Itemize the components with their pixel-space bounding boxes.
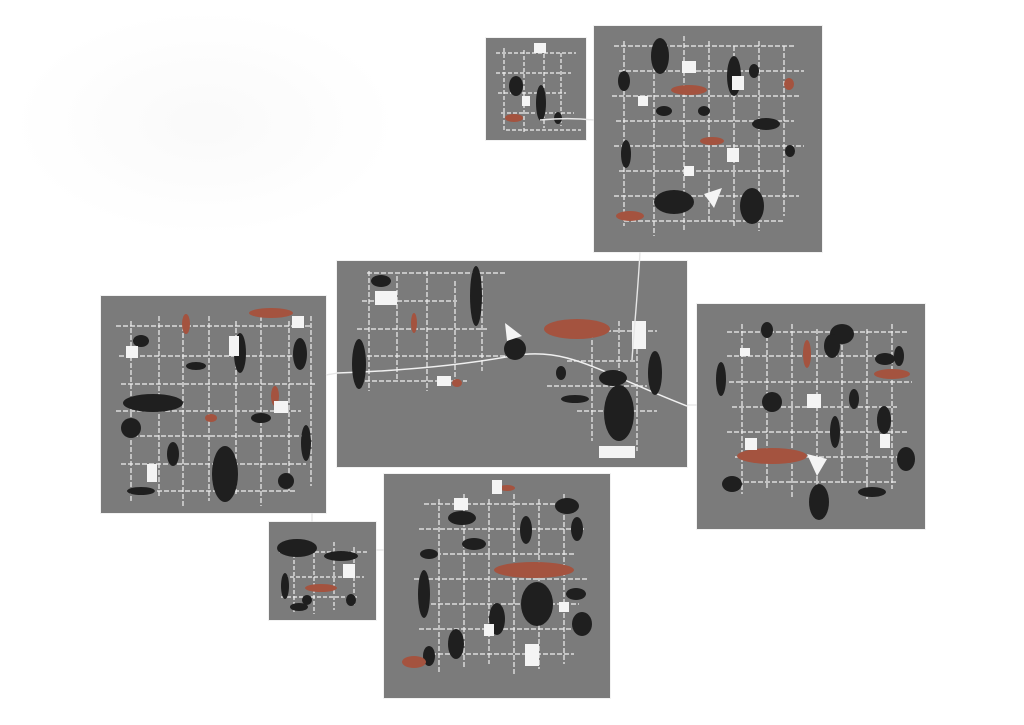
panel-right [697,304,925,529]
panel-bottom-center [384,474,610,698]
panel-small-top-art [496,43,581,133]
panel-small-bottom-left [269,522,376,620]
panel-bottom-center-art [402,480,592,674]
panel-left-art [116,308,316,506]
panel-left [101,296,326,513]
panel-center-art [337,266,687,458]
panel-right-art [716,322,915,520]
panel-large-top-right [594,26,822,252]
background-smudge [10,8,400,238]
panel-small-bottom-left-art [277,539,369,614]
panel-large-top-right-art [612,36,804,236]
panel-center [337,261,687,467]
panel-small-top [486,38,586,140]
